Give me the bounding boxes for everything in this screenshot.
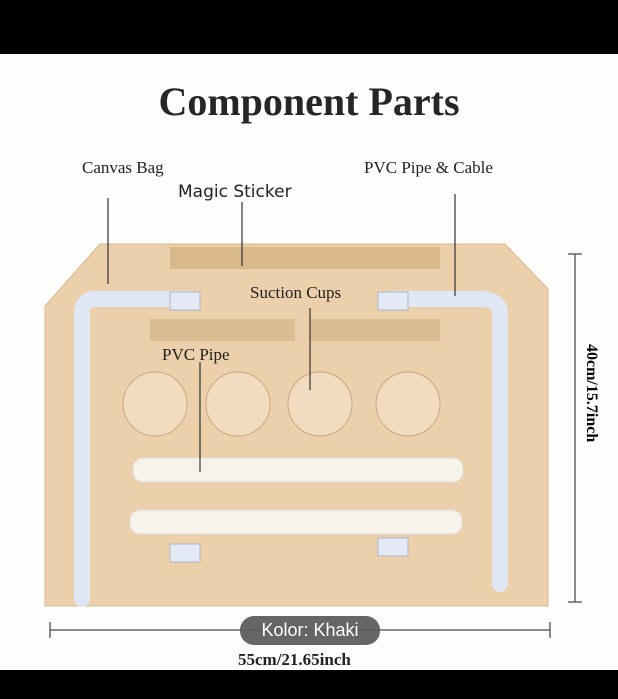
label-suction-cups: Suction Cups — [250, 283, 342, 302]
bottom-bar — [0, 670, 618, 699]
product-illustration — [44, 194, 582, 638]
magic-sticker-strip — [170, 247, 440, 269]
label-canvas-bag: Canvas Bag — [82, 158, 164, 177]
label-pvc-pipe: PVC Pipe — [162, 345, 230, 364]
color-tooltip: Kolor: Khaki — [240, 616, 380, 645]
product-image[interactable]: Component Parts Canvas Bag Magic Sticker… — [0, 54, 618, 670]
width-dimension: 55cm/21.65inch — [238, 650, 351, 669]
image-title: Component Parts — [158, 79, 460, 124]
height-dimension: 40cm/15.7inch — [583, 344, 600, 443]
label-pvc-pipe-cable: PVC Pipe & Cable — [364, 158, 493, 177]
label-magic-sticker: Magic Sticker — [178, 182, 292, 202]
